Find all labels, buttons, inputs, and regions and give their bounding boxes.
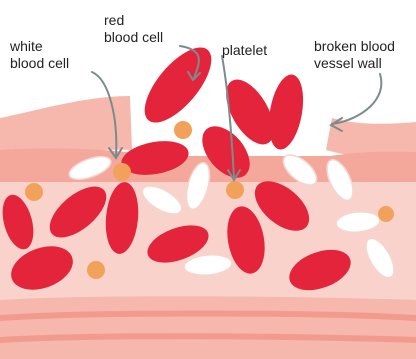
platelet [378,206,394,222]
label-red-blood-cell-line-1: red [104,12,163,29]
label-white-blood-cell-line-1: white [10,38,69,55]
vessel-wall-lower [0,296,416,359]
label-broken-vessel-wall-line-1: broken blood [314,38,395,55]
red-blood-cell [133,37,223,133]
pointer-vessel-wall [332,74,381,124]
label-red-blood-cell-line-2: blood cell [104,29,163,46]
label-red-blood-cell: red blood cell [104,12,163,46]
label-white-blood-cell-line-2: blood cell [10,55,69,72]
platelet [174,121,192,139]
label-broken-vessel-wall-line-2: vessel wall [314,55,395,72]
label-platelet: platelet [222,42,267,59]
platelet [25,183,43,201]
label-white-blood-cell: white blood cell [10,38,69,72]
platelet [87,261,105,279]
label-broken-vessel-wall: broken blood vessel wall [314,38,395,72]
label-platelet-line-1: platelet [222,42,267,59]
platelet [226,181,244,199]
platelet [113,163,131,181]
